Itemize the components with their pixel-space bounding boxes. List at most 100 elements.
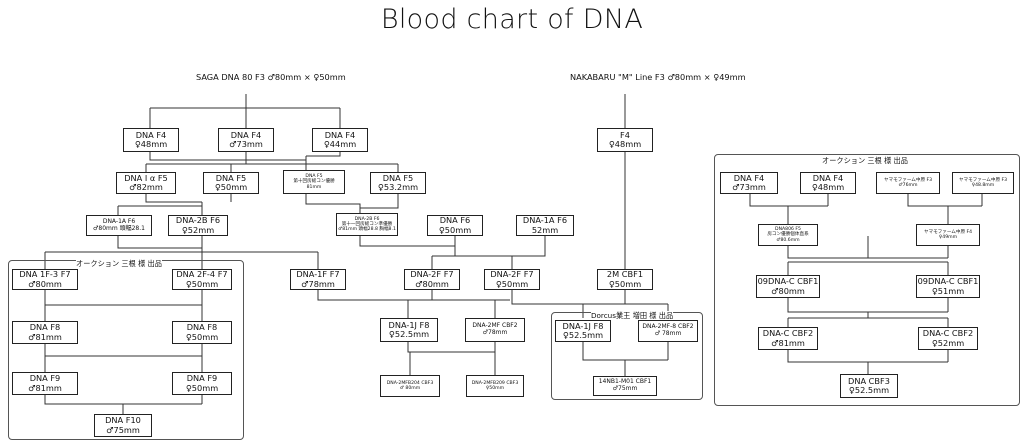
root-saga-name: SAGA DNA 80 F3 bbox=[196, 72, 265, 82]
node-name: 09DNA-C CBF1 bbox=[917, 276, 979, 287]
node-cbf3-204: DNA-2MFB204 CBF3♂ 80mm bbox=[380, 375, 440, 397]
node-size: 52mm bbox=[531, 224, 559, 235]
node-name: DNA I α F5 bbox=[124, 172, 168, 183]
node-dna-1a-f5: DNA I α F5♂82mm bbox=[116, 172, 176, 194]
node-dna-f5-b: DNA F5♀53.2mm bbox=[370, 172, 426, 194]
node-size: ♂75mm bbox=[612, 385, 638, 392]
node-size: ♀50mm bbox=[185, 382, 219, 393]
node-size: ♀52mm bbox=[181, 224, 215, 235]
node-size: ♂73mm bbox=[732, 182, 766, 192]
node-name: ヤマモファーム中原 F3 bbox=[958, 177, 1008, 183]
node-name: DNA F6 bbox=[439, 215, 471, 226]
node-dna-f9-b: DNA F9♀50mm bbox=[172, 372, 232, 395]
node-right-dna-c-b: DNA-C CBF2♀52mm bbox=[918, 327, 978, 350]
node-size: 81mm bbox=[306, 184, 322, 190]
node-size: ♂ 80mm bbox=[399, 386, 421, 391]
node-size: ♀52mm bbox=[931, 337, 965, 348]
node-name: DNA806 F5 bbox=[775, 227, 801, 233]
node-size: ♀50mm bbox=[214, 182, 248, 192]
node-name: DNA-2F F7 bbox=[410, 269, 454, 280]
node-name: DNA F4 bbox=[812, 172, 844, 183]
node-name: DNA-2B F6 bbox=[354, 216, 380, 222]
node-name: DNA-2MFB209 CBF3 bbox=[471, 380, 519, 386]
node-name: DNA-2MF CBF2 bbox=[472, 322, 518, 330]
node-name: DNA F5 bbox=[215, 172, 247, 183]
node-name: DNA F9 bbox=[29, 373, 61, 384]
node-right-dna-f4-b: DNA F4♀48mm bbox=[800, 172, 856, 194]
node-name: DNA F4 bbox=[733, 172, 765, 183]
root-nakabaru-name: NAKABARU "M" Line F3 bbox=[570, 72, 665, 82]
node-dna-2f-f7-b: DNA-2F F7♀50mm bbox=[484, 269, 540, 290]
node-note: 第十一回房総コン準優勝 bbox=[341, 221, 393, 227]
node-dna-1j-f8-b: DNA-1J F8♀52.5mm bbox=[555, 320, 611, 342]
node-name: DNA-2MF-8 CBF2 bbox=[642, 323, 694, 331]
group-dorcus-label: Dorcus業王 増田 様 出品 bbox=[591, 311, 674, 321]
node-dna-1f3-f7: DNA 1F-3 F7♂80mm bbox=[12, 269, 78, 290]
node-note: 第十回房総コン優勝 bbox=[293, 179, 335, 185]
node-right-yamamo-b: ヤマモファーム中原 F3♀48.8mm bbox=[952, 172, 1014, 194]
node-2m-cbf1: 2M CBF1♀50mm bbox=[597, 269, 653, 290]
node-note: 房コン優勝個体直系 bbox=[767, 232, 809, 238]
group-right-auction bbox=[714, 154, 1020, 406]
node-name: DNA F4 bbox=[230, 129, 262, 140]
node-dna-2b-f6: DNA-2B F6♀52mm bbox=[168, 215, 228, 236]
node-name: DNA-2MFB204 CBF3 bbox=[386, 380, 434, 386]
node-14nb1-cbf1: 14NB1-M01 CBF1♂75mm bbox=[593, 376, 657, 396]
node-dna-1a-f6: DNA-1A F6♂80mm 頭幅28.1 bbox=[86, 215, 152, 236]
node-dna-f9-a: DNA F9♂81mm bbox=[12, 372, 78, 395]
node-right-yamamo-a: ヤマモファーム中原 F3♂76mm bbox=[876, 172, 940, 194]
node-size: ♂81mm bbox=[28, 382, 62, 393]
node-name: DNA F4 bbox=[324, 129, 356, 140]
node-size: ♂ 78mm bbox=[654, 330, 682, 337]
node-size: ♀49mm bbox=[938, 235, 958, 240]
node-size: ♀50mm bbox=[485, 386, 505, 391]
node-size: ♂78mm bbox=[482, 329, 508, 336]
node-size: ♂80mm bbox=[415, 278, 449, 289]
node-size: ♀48mm bbox=[811, 182, 845, 192]
root-saga: SAGA DNA 80 F3 ♂80mm × ♀50mm bbox=[196, 72, 346, 82]
node-dna-f5-a: DNA F5♀50mm bbox=[203, 172, 259, 194]
node-size: ♂81mm bbox=[771, 337, 805, 348]
root-nakabaru: NAKABARU "M" Line F3 ♂80mm × ♀49mm bbox=[570, 72, 746, 82]
node-name: DNA 1F-3 F7 bbox=[19, 269, 71, 280]
node-name: ヤマモファーム中原 F4 bbox=[923, 229, 973, 235]
node-size: ♀52.5mm bbox=[848, 385, 890, 395]
node-name: 2M CBF1 bbox=[606, 269, 644, 280]
node-name: DNA F8 bbox=[186, 322, 218, 333]
node-dna-f4-a: DNA F4♀48mm bbox=[123, 128, 179, 152]
node-name: DNA-C CBF2 bbox=[762, 328, 814, 339]
node-size: ♀50mm bbox=[438, 224, 472, 235]
node-right-09dna-b: 09DNA-C CBF1♀51mm bbox=[916, 275, 980, 298]
node-size: ♀50mm bbox=[185, 278, 219, 289]
node-name: 09DNA-C CBF1 bbox=[757, 276, 819, 287]
node-name: DNA-2B F6 bbox=[175, 215, 221, 226]
node-size: ♀48mm bbox=[134, 139, 168, 149]
node-dna-1f-f7: DNA-1F F7♂78mm bbox=[290, 269, 346, 290]
node-right-dna-c-a: DNA-C CBF2♂81mm bbox=[758, 327, 818, 350]
group-right-auction-label: オークション 三根 様 出品 bbox=[822, 156, 908, 166]
node-size: ♀53.2mm bbox=[377, 182, 419, 192]
node-name: DNA-C CBF2 bbox=[922, 328, 974, 339]
node-name: DNA-2F F7 bbox=[490, 269, 534, 280]
page-title: Blood chart of DNA bbox=[380, 4, 644, 35]
node-size: ♂76mm bbox=[898, 183, 918, 188]
node-size: ♀50mm bbox=[185, 331, 219, 342]
node-size: ♂78mm bbox=[301, 278, 335, 289]
node-dna-2mf-cbf2: DNA-2MF CBF2♂78mm bbox=[465, 318, 525, 342]
node-name: DNA F4 bbox=[135, 129, 167, 140]
node-name: DNA-1A F6 bbox=[102, 217, 136, 225]
node-size: ♂73mm bbox=[229, 139, 263, 149]
node-size: ♂81mm bbox=[28, 331, 62, 342]
node-size: ♀48.8mm bbox=[971, 183, 995, 188]
node-dna-f4-c: DNA F4♀44mm bbox=[312, 128, 368, 152]
node-name: DNA-1J F8 bbox=[562, 320, 604, 331]
node-size: ♀51mm bbox=[931, 285, 965, 296]
node-size: ♀52.5mm bbox=[388, 329, 430, 339]
node-name: DNA-1J F8 bbox=[388, 319, 430, 330]
node-size: ♂75mm bbox=[106, 424, 140, 435]
